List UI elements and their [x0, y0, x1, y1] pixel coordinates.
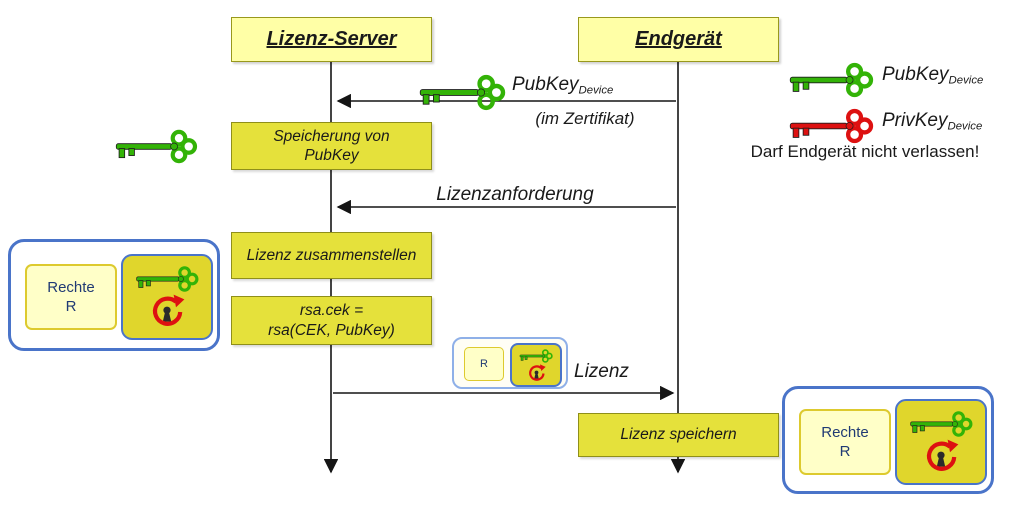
- message-pubkey-note: (im Zertifikat): [535, 109, 635, 128]
- step-zusammenstellen: Lizenz zusammenstellen: [231, 232, 432, 279]
- legend-privkey-text: PrivKey: [882, 110, 948, 131]
- pubkey-subscript: Device: [578, 84, 614, 97]
- pubkey-text: PubKey: [512, 74, 579, 95]
- step-speicherung-line1: Speicherung von: [273, 127, 390, 145]
- step-rsa: rsa.cek = rsa(CEK, PubKey): [231, 296, 432, 345]
- message-lizenz: Lizenz: [574, 361, 629, 382]
- mini-rights-symbol: R: [480, 358, 488, 370]
- legend-pubkey-subscript: Device: [948, 74, 984, 87]
- step-speichern: Lizenz speichern: [578, 413, 779, 457]
- message-pubkey-label: PubKeyDevice: [512, 74, 613, 96]
- actor-lizenz-server-label: Lizenz-Server: [266, 28, 397, 50]
- content-key-badge: [121, 254, 213, 340]
- rights-symbol: R: [65, 298, 77, 315]
- step-speichern-label: Lizenz speichern: [620, 426, 737, 444]
- rights-title: Rechte: [47, 278, 95, 296]
- rights-container-right: Rechte R: [782, 386, 994, 494]
- privkey-warning: Darf Endgerät nicht verlassen!: [750, 142, 980, 161]
- mini-rights-badge: R: [464, 347, 504, 381]
- rights-badge: Rechte R: [799, 409, 891, 475]
- step-speicherung: Speicherung von PubKey: [231, 122, 432, 170]
- green-key-icon: [418, 72, 506, 113]
- green-key-icon: [788, 60, 874, 100]
- legend-privkey-subscript: Device: [947, 120, 983, 133]
- green-key-icon: [135, 264, 199, 294]
- step-rsa-line2: rsa(CEK, PubKey): [268, 321, 395, 339]
- mini-key-badge: [510, 343, 562, 387]
- license-payload-icon: R: [452, 337, 568, 389]
- actor-endgeraet-label: Endgerät: [635, 28, 722, 50]
- message-lizenzanforderung: Lizenzanforderung: [436, 184, 594, 205]
- rights-title: Rechte: [821, 423, 869, 441]
- recycle-arrow-keyhole-icon: [923, 439, 959, 475]
- green-key-icon: [114, 127, 198, 166]
- actor-endgeraet: Endgerät: [578, 17, 779, 62]
- actor-lizenz-server: Lizenz-Server: [231, 17, 432, 62]
- green-key-icon: [909, 409, 973, 439]
- legend-privkey: PrivKeyDevice: [882, 110, 982, 132]
- rights-badge: Rechte R: [25, 264, 117, 330]
- legend-pubkey-text: PubKey: [882, 64, 949, 85]
- recycle-arrow-keyhole-icon: [149, 294, 185, 330]
- content-key-badge: [895, 399, 987, 485]
- step-rsa-line1: rsa.cek =: [299, 302, 364, 320]
- green-key-icon: [519, 348, 553, 364]
- red-key-icon: [788, 106, 874, 146]
- legend-pubkey: PubKeyDevice: [882, 64, 983, 86]
- recycle-arrow-keyhole-icon: [527, 364, 546, 383]
- rights-container-left: Rechte R: [8, 239, 220, 351]
- rights-symbol: R: [839, 443, 851, 460]
- step-zusammenstellen-label: Lizenz zusammenstellen: [246, 246, 417, 264]
- step-speicherung-line2: PubKey: [304, 147, 359, 164]
